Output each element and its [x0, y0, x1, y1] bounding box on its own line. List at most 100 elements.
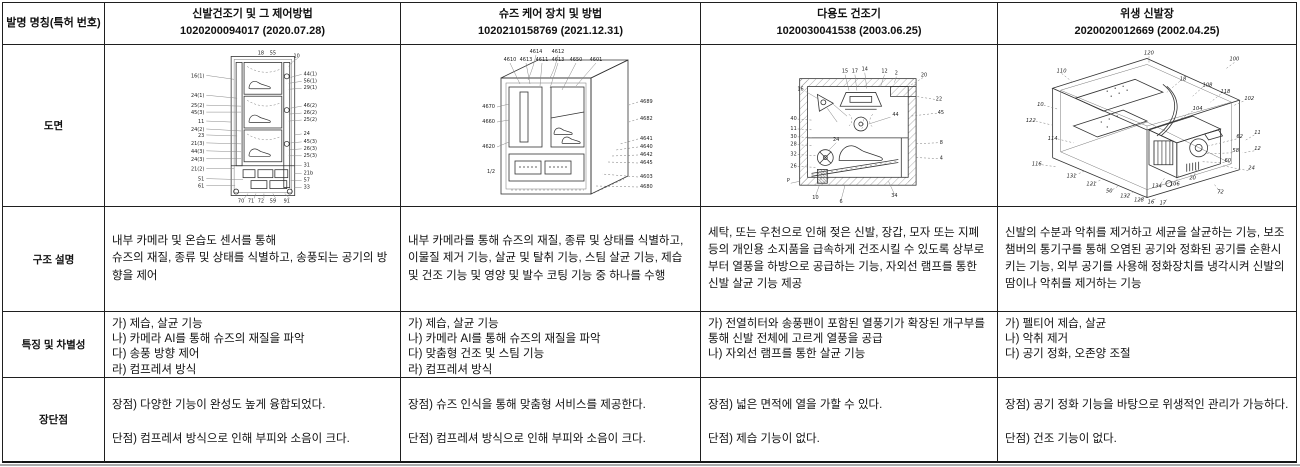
fig-ref-label: 17: [1160, 200, 1167, 206]
fig-ref-label: 8: [940, 139, 943, 145]
patent-number: 2020020012669 (2002.04.25): [1074, 25, 1220, 37]
fig-ref-label: 4645: [640, 160, 653, 166]
patent-title: 슈즈 케어 장치 및 방법: [498, 8, 603, 21]
fig-ref-label: 71: [247, 198, 253, 204]
figure-reference-labels: 16(1)24(1)25(2)45(3)1124(2)2321(3)44(3)2…: [191, 50, 317, 204]
patent-title: 다용도 건조기: [817, 8, 881, 21]
vent-grille: [510, 178, 624, 193]
fig-ref-label: 24(2): [191, 126, 204, 132]
fig-ref-label: 31: [303, 162, 309, 168]
patent-header-2: 슈즈 케어 장치 및 방법 1020210158769 (2021.12.31): [401, 3, 701, 45]
fig-ref-label: 72: [257, 198, 263, 204]
row-header-label: 특징 및 차별성: [21, 339, 86, 351]
structure-text: 신발의 수분과 악취를 제거하고 세균을 살균하는 기능, 보조 챔버의 통기구…: [1005, 226, 1285, 291]
fig-ref-label: 108: [1203, 82, 1214, 88]
fig-ref-label: 25(2): [303, 117, 316, 123]
features-cell-1: 가) 제습, 살균 기능 나) 카메라 AI를 통해 슈즈의 재질을 파악 다)…: [105, 312, 401, 378]
pros-text: 장점) 공기 정화 기능을 바탕으로 위생적인 관리가 가능하다.: [1005, 399, 1289, 411]
airflow-lines: [246, 65, 280, 140]
structure-cell-2: 내부 카메라를 통해 슈즈의 재질, 종류 및 상태를 식별하고, 이물질 제거…: [401, 207, 701, 312]
fig-ref-label: 4: [940, 155, 943, 161]
patent-title: 위생 신발장: [1120, 8, 1174, 21]
fig-ref-label: 4611: [535, 57, 548, 63]
fig-ref-label: 2: [895, 70, 898, 76]
fig-ref-label: 14: [862, 66, 868, 72]
fig-ref-label: 56(1): [303, 78, 316, 84]
fig-ref-label: 70: [237, 198, 243, 204]
shoe-silhouette: [838, 144, 883, 161]
fig-ref-label: 4660: [482, 119, 495, 125]
fig-ref-label: 40: [790, 116, 796, 122]
fig-ref-label: 55: [269, 50, 275, 56]
features-cell-4: 가) 펠티어 제습, 살균 나) 악취 제거 다) 공기 정화, 오존양 조절: [998, 312, 1297, 378]
patent-number: 1020030041538 (2003.06.25): [776, 25, 922, 37]
lamp-rays: [827, 103, 848, 122]
fig-ref-label: 16: [1148, 199, 1155, 205]
fig-ref-label: 45(3): [303, 138, 316, 144]
features-cell-3: 가) 전열히터와 송풍팬이 포함된 열풍기가 확장된 개구부를 통해 신발 전체…: [701, 312, 998, 378]
fig-ref-label: 16: [797, 86, 803, 92]
structure-text: 내부 카메라를 통해 슈즈의 재질, 종류 및 상태를 식별하고, 이물질 제거…: [408, 235, 684, 282]
pros-cons-cell-3: 장점) 넓은 면적에 열을 가할 수 있다. 단점) 제습 기능이 없다.: [701, 378, 998, 463]
fig-ref-label: 4670: [482, 104, 495, 110]
fig-ref-label: 4682: [640, 116, 653, 122]
fig-ref-label: 4601: [589, 57, 602, 63]
fig-ref-label: 32: [790, 151, 796, 157]
fig-ref-label: 1/2: [486, 169, 494, 175]
row-header-structure: 구조 설명: [3, 207, 105, 312]
fig-ref-label: 122: [1026, 118, 1036, 124]
dryer-walls: [799, 78, 917, 185]
corner-header-label: 발명 명칭(특허 번호): [6, 16, 101, 29]
fig-ref-label: 22: [936, 96, 942, 102]
fig-ref-label: 58: [1232, 147, 1239, 153]
fig-ref-label: 4680: [640, 184, 653, 190]
fig-ref-label: 25(2): [191, 103, 204, 109]
dryer-outline: [799, 77, 917, 186]
leader-lines-2: [790, 72, 897, 200]
leader-lines-left: [496, 103, 509, 147]
fig-ref-label: 4620: [482, 144, 495, 150]
cons-text: 단점) 컴프레셔 방식으로 인해 부피와 소음이 크다.: [408, 433, 646, 446]
fig-ref-label: 134: [1152, 183, 1162, 189]
cabinet-outline: [230, 55, 295, 196]
features-text: 가) 전열히터와 송풍팬이 포함된 열풍기가 확장된 개구부를 통해 신발 전체…: [708, 318, 985, 361]
fig-ref-label: 24(3): [191, 156, 204, 162]
pros-text: 장점) 다양한 기능이 완성도 높게 융합되었다.: [112, 399, 326, 411]
structure-text: 내부 카메라 및 온습도 센서를 통해 슈즈의 재질, 종류 및 상태를 식별하…: [112, 235, 388, 282]
fig-ref-label: 29(1): [303, 85, 316, 91]
fig-ref-label: 34: [891, 193, 897, 199]
cons-text: 단점) 건조 기능이 없다.: [1005, 433, 1117, 446]
row-header-features: 특징 및 차별성: [3, 312, 105, 378]
fig-ref-label: 33: [303, 184, 309, 190]
fig-ref-label: 6: [840, 198, 843, 204]
fig-ref-label: 17: [852, 68, 858, 74]
fig-ref-label: 45: [938, 110, 944, 116]
leader-lines-right: [595, 101, 638, 187]
fig-ref-label: 18: [1180, 76, 1187, 82]
patent-number: 1020210158769 (2021.12.31): [478, 25, 623, 37]
fig-ref-label: 10: [812, 195, 818, 201]
features-text: 가) 제습, 살균 기능 나) 카메라 AI를 통해 슈즈의 재질을 파악 다)…: [112, 318, 305, 376]
cons-text: 단점) 제습 기능이 없다.: [708, 433, 820, 446]
fig-ref-label: 57: [303, 177, 309, 183]
fig-ref-label: 11: [1254, 129, 1261, 135]
pros-cons-cell-1: 장점) 다양한 기능이 완성도 높게 융합되었다. 단점) 컴프레셔 방식으로 …: [105, 378, 401, 463]
fig-ref-label: 21(2): [191, 166, 204, 172]
shoe-silhouettes: [553, 127, 581, 144]
fig-ref-label: 114: [1048, 135, 1058, 141]
leader-lines-left: [205, 74, 243, 186]
fig-ref-label: 61: [198, 183, 204, 189]
row-header-figure: 도면: [3, 45, 105, 207]
fig-ref-label: 4613: [551, 57, 564, 63]
structure-cell-4: 신발의 수분과 악취를 제거하고 세균을 살균하는 기능, 보조 챔버의 통기구…: [998, 207, 1297, 312]
fig-ref-label: 24: [833, 136, 839, 142]
fig-ref-label: 120: [1144, 50, 1155, 56]
structure-cell-3: 세탁, 또는 우천으로 인해 젖은 신발, 장갑, 모자 또는 지폐 등의 개인…: [701, 207, 998, 312]
fig-ref-label: 102: [1244, 96, 1254, 102]
